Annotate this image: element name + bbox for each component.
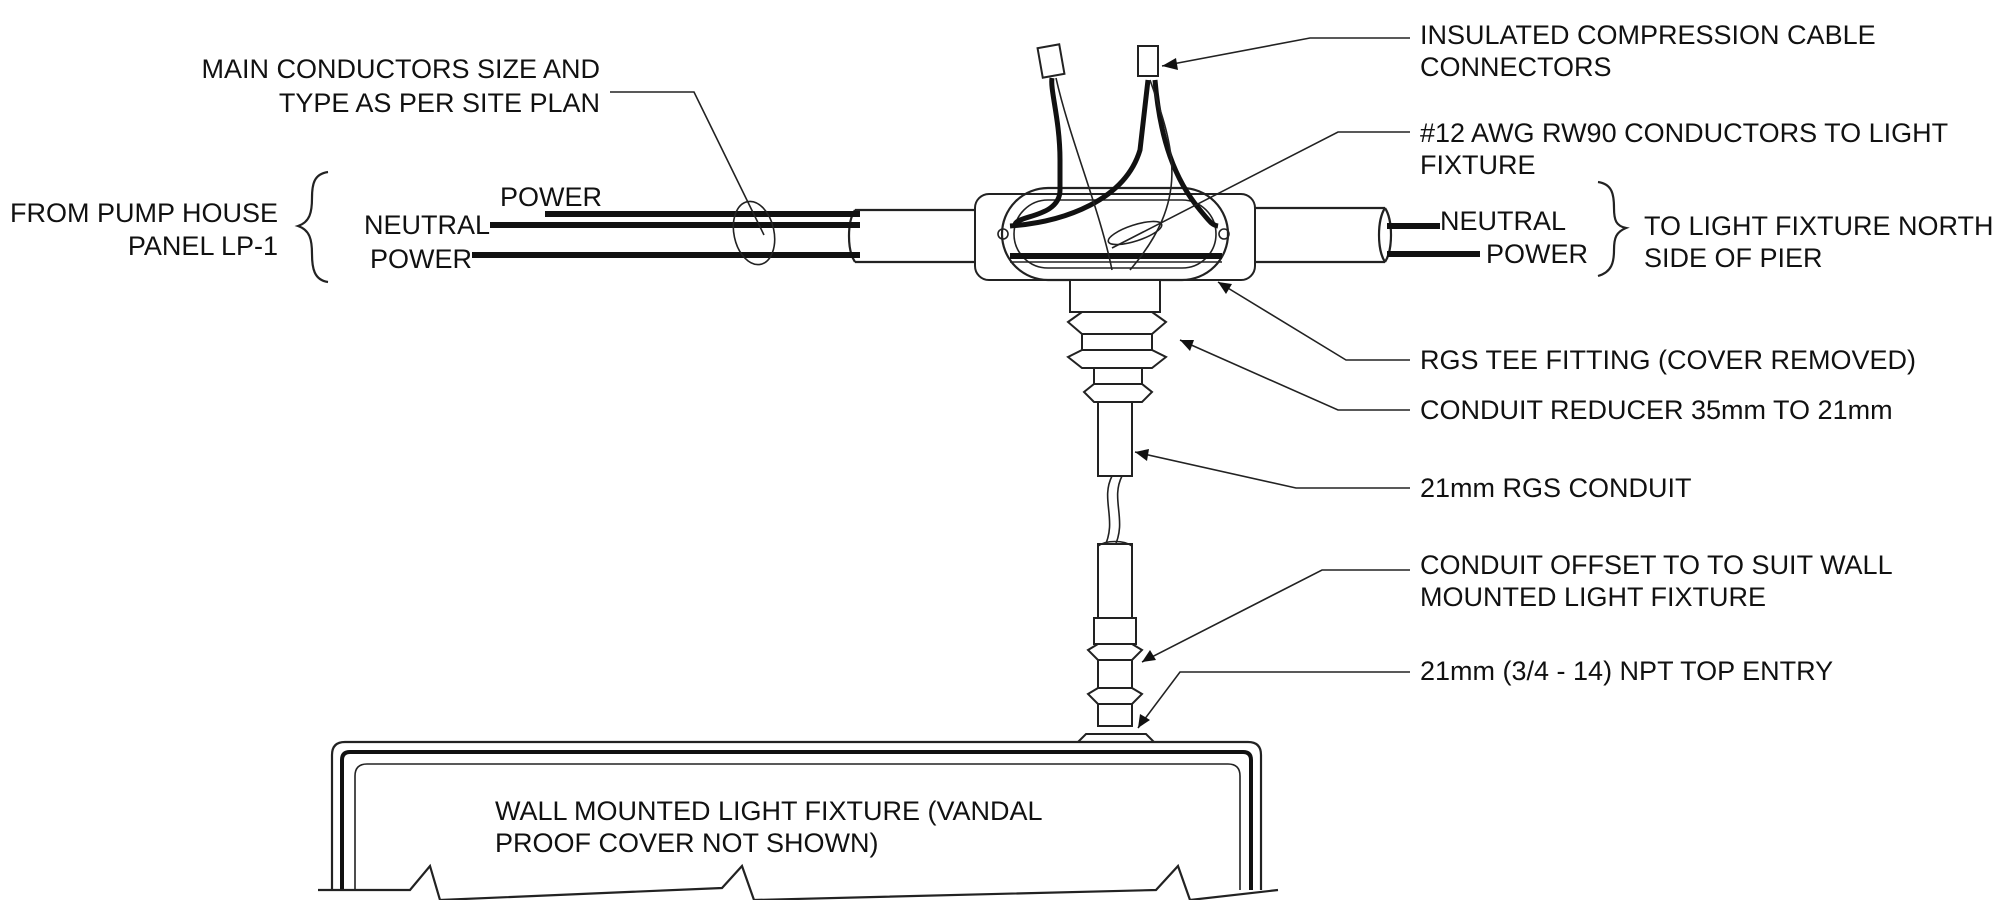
leader-lines <box>610 37 1410 729</box>
to-light-label-2: SIDE OF PIER <box>1644 243 1823 273</box>
left-brace <box>294 170 329 284</box>
compression-connector-left <box>1036 43 1066 79</box>
fixture-label-1: WALL MOUNTED LIGHT FIXTURE (VANDAL <box>495 796 1043 826</box>
right-power-label: POWER <box>1486 239 1588 269</box>
right-neutral-label: NEUTRAL <box>1440 206 1566 236</box>
fixture-label-2: PROOF COVER NOT SHOWN) <box>495 828 879 858</box>
from-pump-label-1: FROM PUMP HOUSE <box>10 198 278 228</box>
offset-label-1: CONDUIT OFFSET TO TO SUIT WALL <box>1420 550 1893 580</box>
wall-light-fixture <box>318 740 1279 900</box>
arrowheads <box>1135 58 1232 728</box>
left-power-bottom-label: POWER <box>370 244 472 274</box>
compression-connector-right <box>1137 45 1159 77</box>
left-conduit <box>847 208 975 264</box>
insulated-connectors-label-1: INSULATED COMPRESSION CABLE <box>1420 20 1876 50</box>
right-conduit <box>1255 206 1393 264</box>
rgs-tee-fitting <box>974 186 1256 313</box>
awg-conductors-label-1: #12 AWG RW90 CONDUCTORS TO LIGHT <box>1420 118 1948 148</box>
left-conductors <box>472 200 860 266</box>
main-conductors-label-1: MAIN CONDUCTORS SIZE AND <box>201 54 600 84</box>
offset-label-2: MOUNTED LIGHT FIXTURE <box>1420 582 1766 612</box>
rgs-tee-label: RGS TEE FITTING (COVER REMOVED) <box>1420 345 1916 375</box>
left-neutral-label: NEUTRAL <box>364 210 490 240</box>
awg-conductors-label-2: FIXTURE <box>1420 150 1536 180</box>
reducer-label: CONDUIT REDUCER 35mm TO 21mm <box>1420 395 1893 425</box>
rgs-conduit-label: 21mm RGS CONDUIT <box>1420 473 1692 503</box>
main-conductors-label-2: TYPE AS PER SITE PLAN <box>279 88 600 118</box>
right-conductors <box>1387 223 1480 257</box>
npt-entry-label: 21mm (3/4 - 14) NPT TOP ENTRY <box>1420 656 1833 686</box>
rgs-conduit <box>1075 401 1157 743</box>
fixture-conductors <box>1009 43 1219 271</box>
left-power-top-label: POWER <box>500 182 602 212</box>
from-pump-label-2: PANEL LP-1 <box>128 231 278 261</box>
right-brace <box>1597 180 1630 278</box>
to-light-label-1: TO LIGHT FIXTURE NORTH <box>1644 211 1994 241</box>
insulated-connectors-label-2: CONNECTORS <box>1420 52 1612 82</box>
conduit-reducer <box>1066 311 1168 403</box>
